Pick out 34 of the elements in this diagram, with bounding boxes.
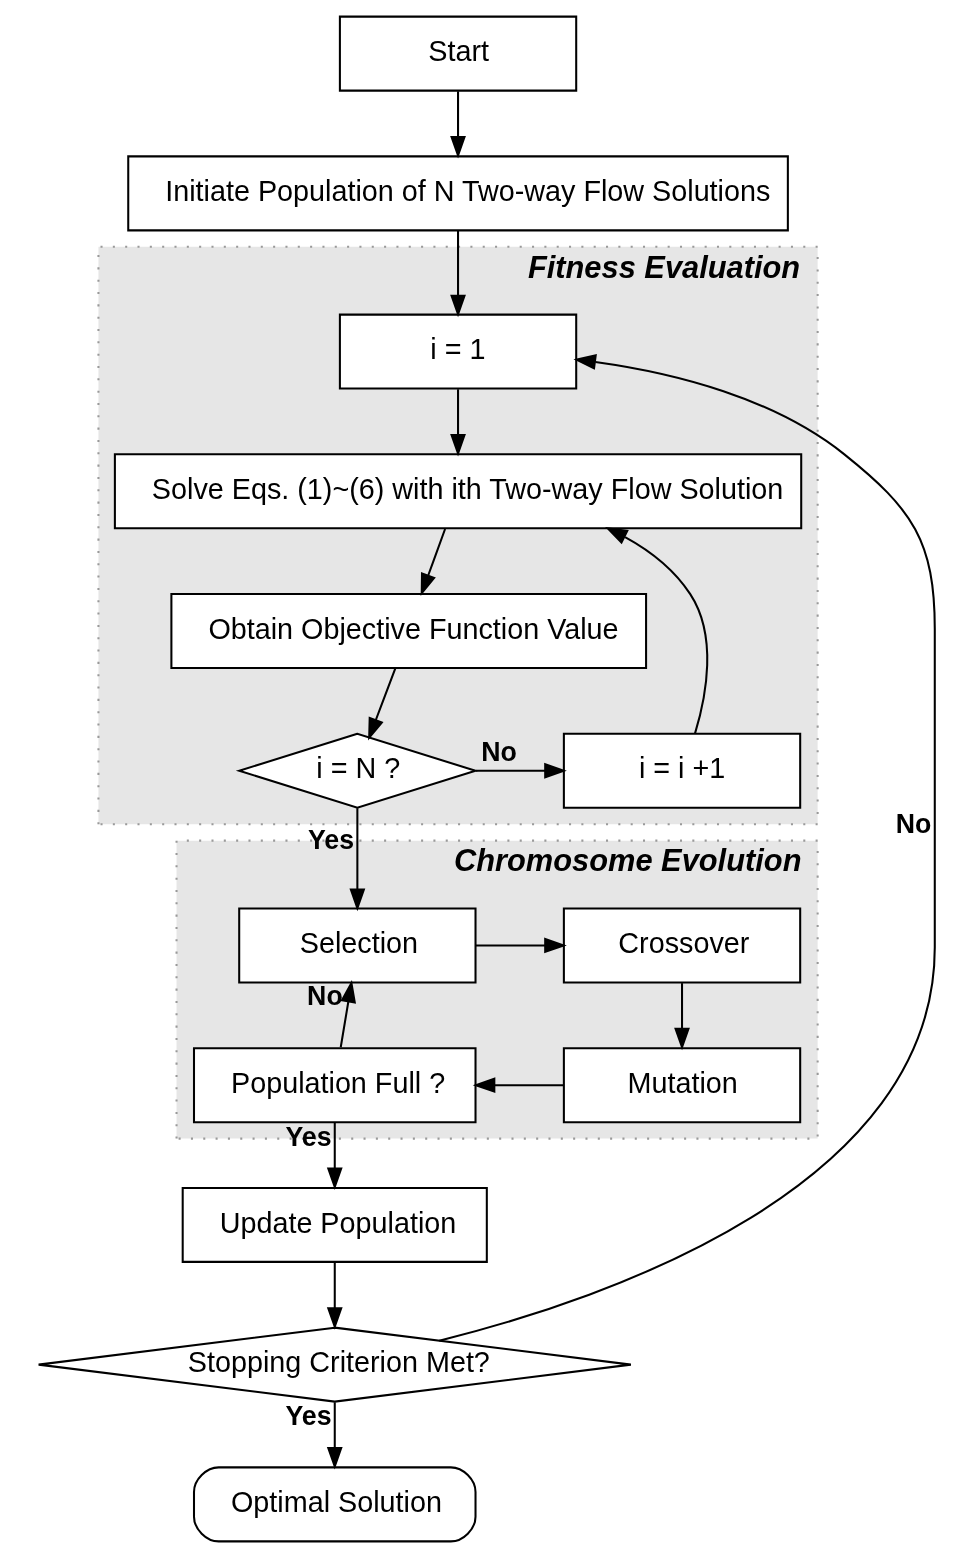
arrow [349, 808, 366, 912]
node-box: Mutation [562, 1047, 802, 1124]
arrow [450, 230, 466, 318]
arrow [326, 1402, 343, 1470]
node-box: i = i +1 [562, 732, 802, 809]
node-diamond: Stopping Criterion Met? [37, 1326, 632, 1403]
arrow [339, 980, 357, 1048]
arrow [326, 1262, 343, 1330]
node-box: i = 1 [338, 313, 578, 390]
arrow [605, 527, 709, 734]
node-box: Initiate Population of N Two-way Flow Solutions [127, 155, 789, 232]
arrow [450, 389, 466, 457]
node-box: Optimal Solution [192, 1466, 477, 1543]
node-box: Start [338, 15, 578, 92]
arrow [439, 354, 936, 1342]
edge-label: Yes [285, 1401, 332, 1432]
arrow [674, 983, 690, 1051]
node-box: Population Full ? [192, 1047, 477, 1124]
node-box: Obtain Objective Function Value [170, 593, 648, 670]
arrow [450, 91, 466, 159]
arrow [475, 762, 567, 779]
arrow [475, 937, 567, 954]
node-box: Selection [238, 907, 477, 984]
edge-label: No [895, 808, 932, 839]
arrow [472, 1077, 564, 1094]
node-diamond: i = N ? [235, 732, 479, 809]
edge-label: No [481, 737, 517, 768]
node-box: Crossover [562, 907, 802, 984]
node-box: Solve Eqs. (1)~(6) with ith Two-way Flow Solution [113, 453, 803, 530]
arrow [326, 1122, 343, 1191]
arrow [368, 668, 397, 741]
node-box: Update Population [181, 1186, 488, 1263]
arrow [420, 528, 447, 597]
edge-label: No [307, 981, 343, 1012]
